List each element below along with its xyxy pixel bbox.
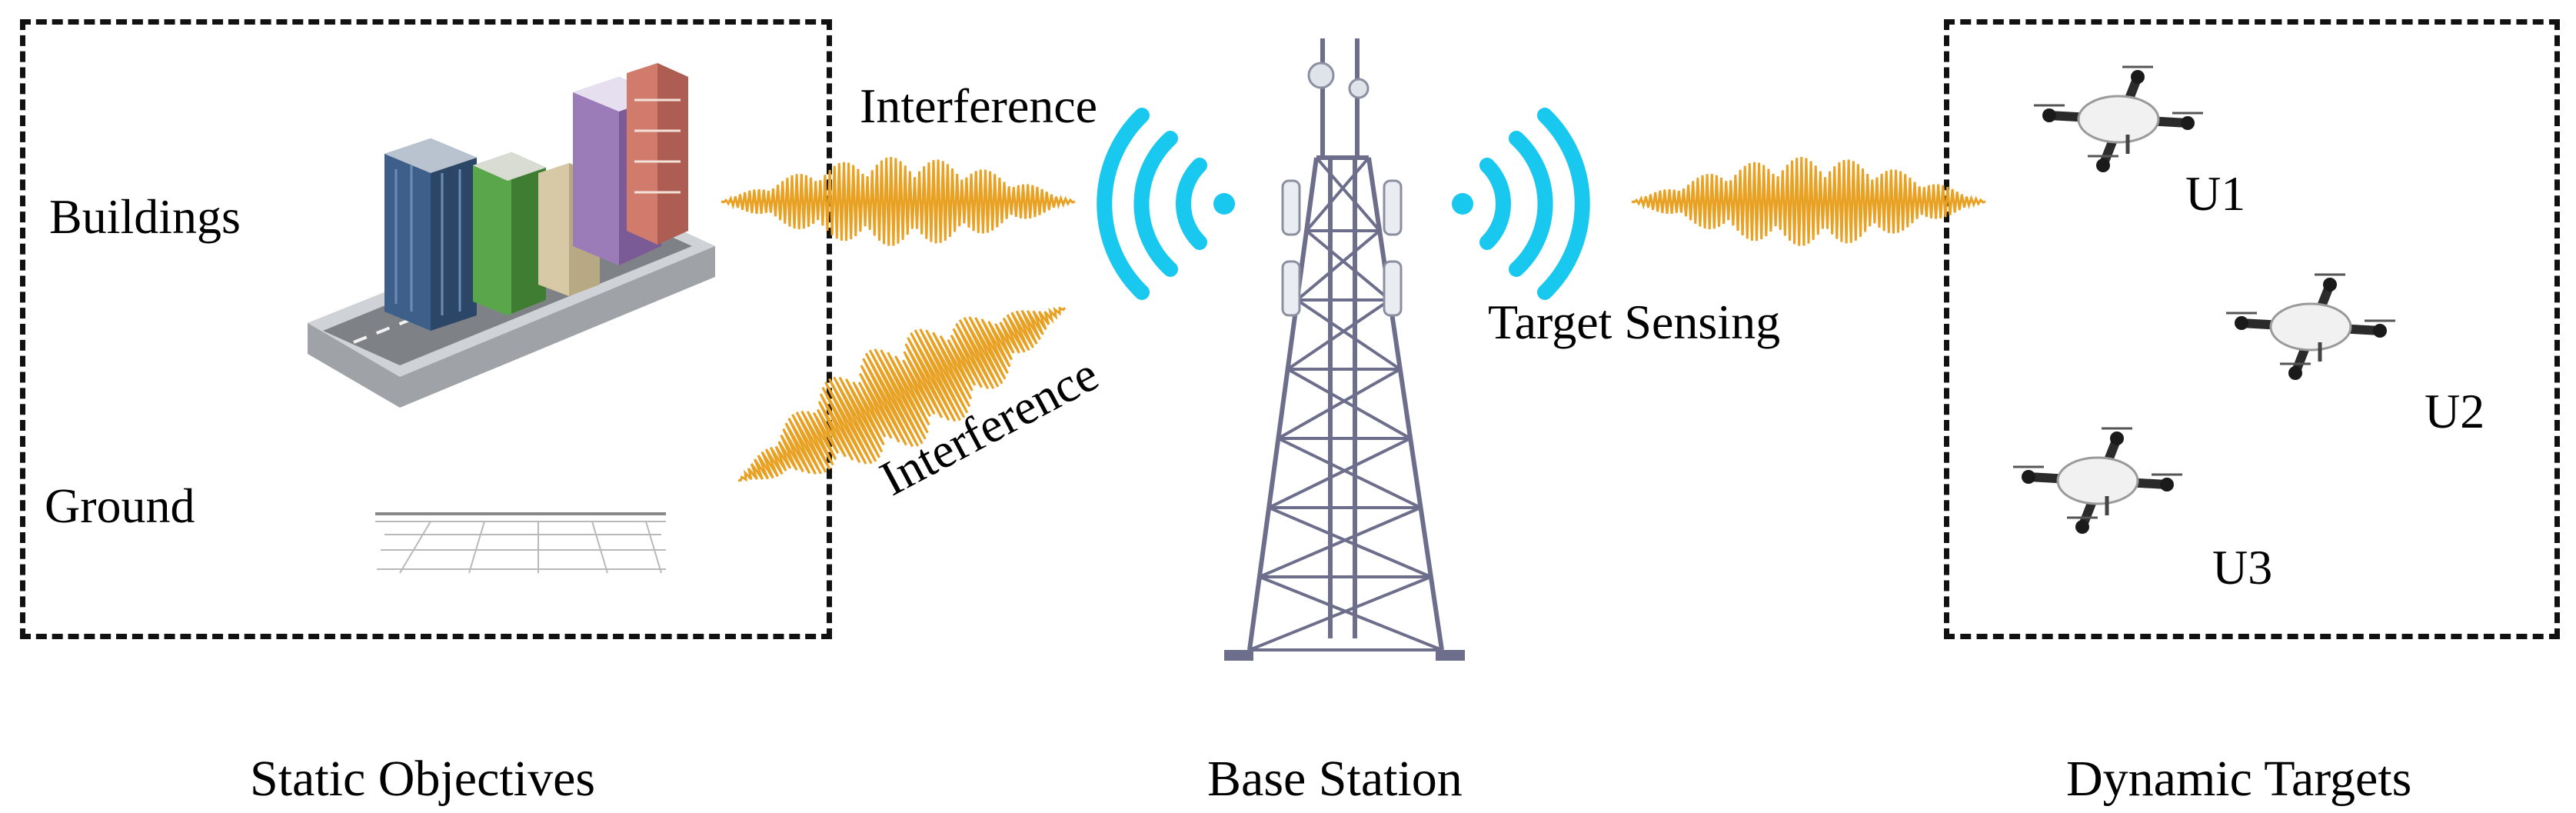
sensing-wave [1631,157,1986,246]
target-u1-label: U1 [2185,166,2246,221]
interference-label-top: Interference [860,78,1098,133]
drone-icon [2034,65,2203,172]
drone-icon [2013,427,2182,534]
target-u3-label: U3 [2212,540,2273,595]
dynamic-targets-caption: Dynamic Targets [2066,751,2412,807]
buildings-label: Buildings [49,189,241,244]
drone-icon [2226,273,2395,380]
static-objectives-caption: Static Objectives [250,751,596,807]
target-u2-label: U2 [2425,384,2485,438]
interference-wave-diagonal [737,306,1067,482]
interference-wave-top [721,157,1076,246]
wifi-signal-icon [1097,108,1235,300]
city-block-icon [308,63,715,408]
ground-grid-icon [375,512,666,574]
ground-label: Ground [45,478,195,533]
static-objectives-box [20,19,832,639]
wifi-signal-icon [1452,108,1590,300]
dynamic-targets-box [1944,19,2560,639]
cell-tower-icon [1224,38,1465,661]
base-station-caption: Base Station [1207,751,1463,807]
target-sensing-label: Target Sensing [1488,295,1781,349]
